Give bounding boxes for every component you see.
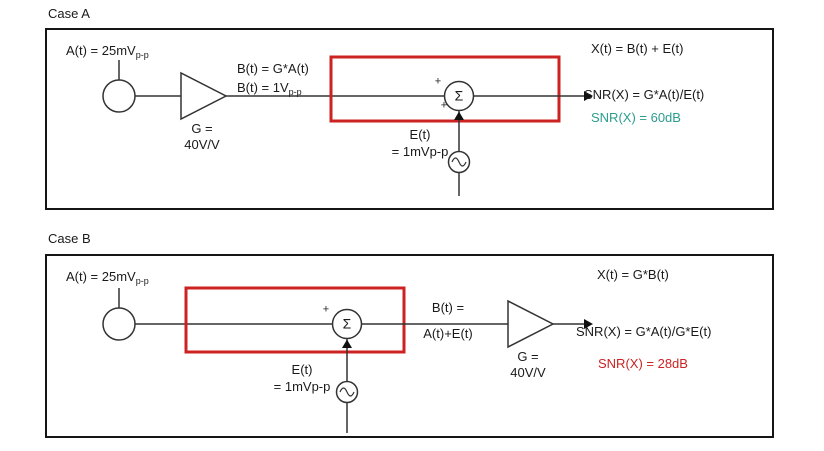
case-a-snr-result: SNR(X) = 60dB [591,110,681,125]
case-b-noise-arrowhead-icon [342,339,352,348]
case-b-source-label-sub: p-p [135,276,149,286]
case-b-sigma-symbol: Σ [342,315,352,332]
case-a-noise-label-line2: = 1mVp-p [391,144,449,159]
case-b-frame [45,254,774,438]
case-a-source-label-main: A(t) = 25mV [66,43,136,58]
case-a-noise-arrowhead-icon [454,111,464,120]
case-b-noise-label-line2: = 1mVp-p [273,379,331,394]
case-b-source-label-main: A(t) = 25mV [66,269,136,284]
case-b-gain-label-line2: 40V/V [510,365,546,380]
case-b-snr-equation: SNR(X) = G*A(t)/G*E(t) [576,324,712,339]
case-b-plus-sign-top: + [322,303,330,316]
case-a-plus-sign-top: + [434,75,442,88]
case-b-signal-source-icon [102,307,136,341]
case-a-gain-label-line2: 40V/V [184,137,220,152]
case-b-gain-label-line1: G = [517,349,539,364]
case-b-b-signal-label-line2: A(t)+E(t) [423,326,473,341]
case-a-b-signal-label-line2-sub: p-p [288,87,302,97]
case-b-title: Case B [48,231,91,246]
case-b-output-arrowhead-icon [584,319,593,329]
case-a-output-equation: X(t) = B(t) + E(t) [591,41,684,56]
case-b-source-label: A(t) = 25mVp-p [66,269,149,287]
case-a-snr-equation: SNR(X) = G*A(t)/E(t) [584,87,705,102]
case-a-b-signal-label-line1: B(t) = G*A(t) [237,61,309,76]
case-a-title: Case A [48,6,90,21]
case-a-sine-icon [451,157,467,167]
case-a-source-label: A(t) = 25mVp-p [66,43,149,61]
case-a-noise-label-line1: E(t) [409,127,431,142]
case-a-signal-source-icon [102,79,136,113]
case-a-sigma-symbol: Σ [454,87,464,104]
case-b-output-equation: X(t) = G*B(t) [597,267,669,282]
case-a-b-signal-label-line2-main: B(t) = 1V [237,80,289,95]
case-a-b-signal-label-line2: B(t) = 1Vp-p [237,80,302,98]
case-b-sine-icon [339,387,355,397]
case-a-frame [45,28,774,210]
case-b-highlight-box [184,286,406,354]
case-b-b-signal-label-line1: B(t) = [431,300,465,315]
case-b-noise-label-line1: E(t) [291,362,313,377]
case-b-amplifier-icon [507,299,555,349]
case-a-gain-label-line1: G = [191,121,213,136]
case-a-source-label-sub: p-p [135,50,149,60]
case-a-output-arrowhead-icon [584,91,593,101]
case-a-plus-sign-bottom: + [440,99,448,112]
case-a-amplifier-icon [180,71,228,121]
case-b-snr-result: SNR(X) = 28dB [598,356,688,371]
case-a-highlight-box [329,55,561,123]
